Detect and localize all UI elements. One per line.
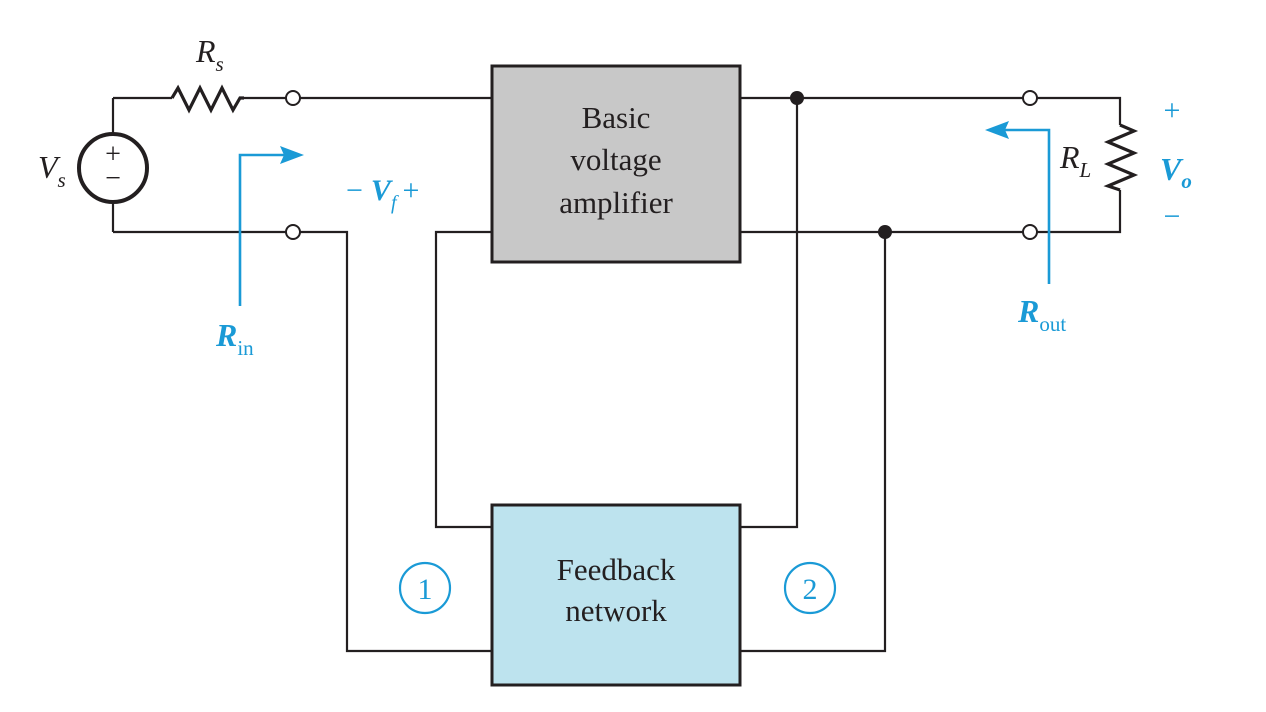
feedback-label-line2: network [565, 593, 667, 628]
source-resistor-label: Rs [195, 33, 224, 76]
output-terminal-bottom [1022, 224, 1038, 240]
feedback-box [490, 503, 742, 687]
terminals [285, 90, 1038, 240]
output-voltage-minus: − [1164, 200, 1181, 233]
source-voltage-label: Vs [38, 149, 66, 192]
output-voltage-plus: + [1164, 94, 1181, 127]
amplifier-box [490, 64, 742, 264]
load-resistor-label: RL [1059, 139, 1091, 182]
output-resistance-label: Rout [1017, 293, 1066, 336]
output-resistance-arrow [985, 121, 1051, 284]
amplifier-label-line2: voltage [570, 142, 661, 177]
feedback-voltage-label: −Vf+ [346, 174, 419, 214]
amplifier-label-line3: amplifier [559, 185, 673, 220]
source-resistor-symbol [170, 84, 244, 114]
feedback-block: Feedback network [490, 503, 742, 687]
wire-port2-outer [740, 232, 887, 653]
amplifier-block: Basic voltage amplifier [490, 64, 742, 264]
source-plus-sign: + [105, 139, 121, 170]
input-terminal-bottom [285, 224, 301, 240]
wire-port1-inner [434, 230, 492, 529]
input-resistance-arrow [238, 146, 304, 306]
wire-port1-outer [299, 230, 492, 653]
port-2-label: 2 [803, 573, 818, 606]
port-1-marker: 1 [398, 561, 452, 615]
output-terminal-top [1022, 90, 1038, 106]
voltage-source-symbol: + − [77, 132, 149, 204]
amplifier-label-line1: Basic [582, 100, 651, 135]
wire-load-bottom [1036, 190, 1122, 234]
port-2-marker: 2 [783, 561, 837, 615]
input-terminal-top [285, 90, 301, 106]
input-resistance-label: Rin [215, 317, 254, 360]
source-minus-sign: − [105, 163, 121, 194]
junction-node-bottom [878, 225, 892, 239]
wire-load-top [1036, 96, 1122, 125]
wire-port2-inner [740, 98, 799, 529]
output-voltage-label: Vo [1160, 151, 1192, 193]
feedback-label-line1: Feedback [557, 552, 676, 587]
junction-node-top [790, 91, 804, 105]
port-1-label: 1 [418, 573, 433, 606]
wires [111, 96, 1122, 653]
load-resistor-symbol [1103, 123, 1139, 192]
